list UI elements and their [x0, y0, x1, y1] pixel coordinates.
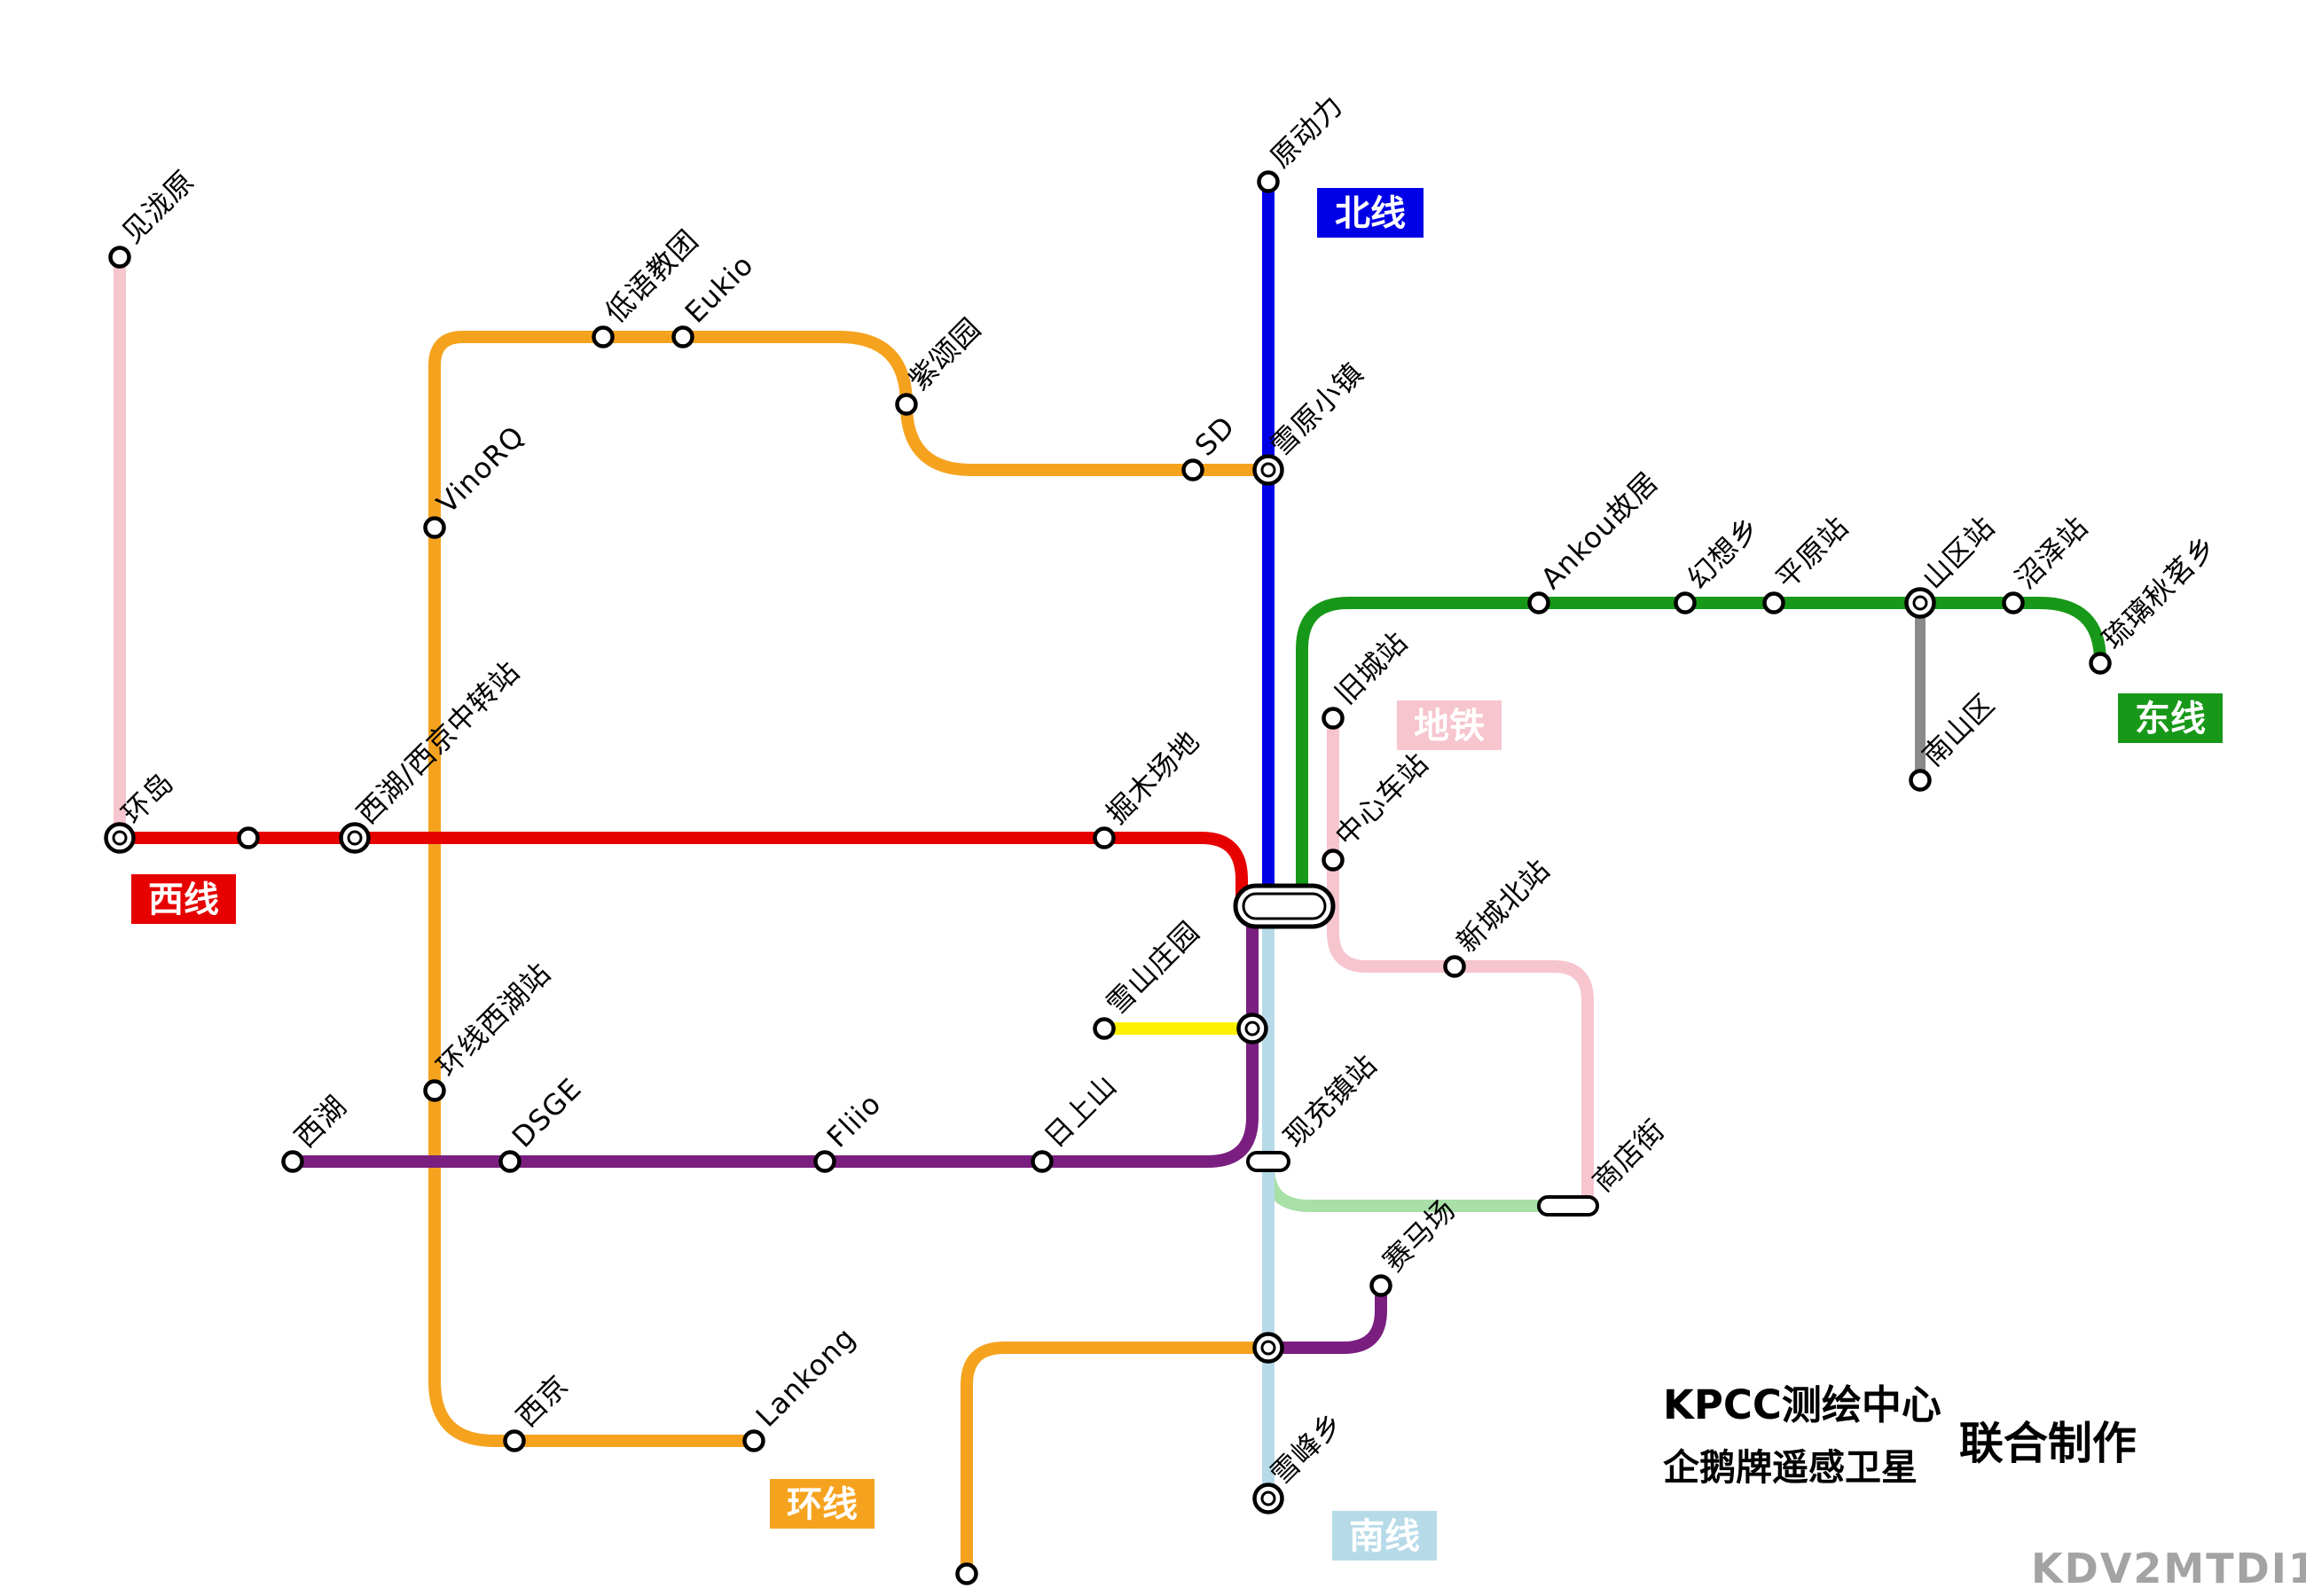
station-marker: [1369, 1274, 1392, 1297]
station-label: 掘木场地: [1100, 724, 1206, 830]
station-label: 雪峰乡: [1264, 1405, 1350, 1491]
station-label: 西京: [510, 1368, 576, 1434]
station-label: Fliio: [820, 1087, 888, 1154]
station-marker: [1260, 1490, 1276, 1506]
station-marker: [1031, 1150, 1054, 1173]
station-label: 琉璃秋茗乡: [2096, 528, 2224, 656]
station-label: 原动力: [1264, 89, 1350, 175]
credits-block: KPCC测绘中心 企鹅牌遥感卫星 联合制作: [1663, 1373, 2137, 1490]
station-marker: [2002, 591, 2025, 614]
station-marker: [1909, 769, 1932, 792]
station-marker: [1322, 849, 1345, 872]
line-purple: [286, 918, 1259, 1168]
line-badge-label: 西线: [148, 880, 219, 920]
station-marker: [2089, 652, 2112, 675]
station-label: SD: [1188, 410, 1242, 463]
station-label: 雪原小镇: [1264, 356, 1370, 462]
station-marker: [1242, 892, 1327, 920]
station-marker: [423, 516, 446, 539]
station-label: 日上山: [1038, 1068, 1124, 1154]
station-marker: [1093, 1017, 1116, 1040]
station-marker: [1260, 1340, 1276, 1356]
stations-layer: [104, 170, 2112, 1585]
station-marker: [112, 830, 128, 846]
watermark-code: KDV2MTDI170826: [2031, 1545, 2306, 1592]
station-label: DSGE: [506, 1071, 588, 1154]
line-loop-south-segment: [961, 1342, 1275, 1580]
line-badge-label: 地铁: [1414, 706, 1485, 747]
line-badge-north: [1317, 188, 1424, 238]
station-label: 平原站: [1769, 510, 1855, 596]
station-marker: [1181, 458, 1204, 481]
station-label: 商店街: [1586, 1113, 1672, 1199]
station-marker: [281, 1150, 304, 1173]
station-marker: [955, 1562, 978, 1585]
line-west: [114, 832, 1248, 909]
station-label: 旧城站: [1329, 625, 1415, 711]
station-marker: [671, 325, 694, 348]
station-marker: [237, 826, 260, 849]
station-label: 中心车站: [1329, 746, 1435, 852]
station-label: Ankou故居: [1534, 465, 1665, 595]
station-label: 幻想乡: [1681, 510, 1767, 596]
station-label: 南山区: [1916, 687, 2002, 773]
line-badge-south: [1332, 1511, 1437, 1561]
station-marker: [742, 1429, 765, 1452]
station-marker: [503, 1429, 526, 1452]
station-marker: [1246, 1151, 1290, 1172]
station-marker: [592, 325, 615, 348]
station-marker: [1443, 955, 1466, 978]
station-label: 环线西湖站: [430, 956, 558, 1084]
station-marker: [108, 246, 131, 269]
station-marker: [1537, 1195, 1599, 1217]
station-label: 现充镇站: [1277, 1047, 1384, 1154]
station-marker: [1762, 591, 1785, 614]
station-marker: [1260, 462, 1276, 478]
line-badge-label: 北线: [1335, 193, 1406, 234]
station-marker: [1674, 591, 1697, 614]
station-label: 山区站: [1916, 510, 2002, 596]
station-marker: [1527, 591, 1550, 614]
station-marker: [1093, 826, 1116, 849]
station-marker: [347, 830, 363, 846]
station-marker: [1322, 707, 1345, 730]
station-label: 西湖: [288, 1089, 354, 1154]
line-badge-east: [2118, 693, 2223, 743]
credits-org-1: KPCC测绘中心: [1663, 1381, 1941, 1428]
line-badge-west: [131, 874, 236, 924]
line-badge-label: 环线: [787, 1484, 858, 1525]
line-badge-label: 南线: [1349, 1516, 1420, 1557]
station-marker: [1244, 1021, 1260, 1037]
station-marker: [423, 1079, 446, 1102]
credits-joint-label: 联合制作: [1958, 1417, 2137, 1469]
station-label: Lankong: [749, 1320, 862, 1433]
lines-layer: [114, 176, 2106, 1580]
station-marker: [1257, 170, 1280, 193]
credits-org-2: 企鹅牌遥感卫星: [1663, 1446, 1918, 1489]
line-lightgreen-connector: [1262, 1161, 1560, 1212]
station-label: 紫颂园: [902, 311, 988, 397]
line-loop: [428, 331, 1275, 1447]
station-label: 见泷原: [115, 164, 201, 250]
line-badge-loop: [770, 1479, 875, 1529]
station-label: 新城北站: [1450, 852, 1557, 958]
station-label: 雪山庄园: [1100, 914, 1206, 1021]
line-purple-south-stub: [1262, 1281, 1387, 1354]
station-marker: [1912, 595, 1928, 611]
station-label: VinoRQ: [430, 419, 531, 520]
station-marker: [498, 1150, 522, 1173]
line-badge-label: 东线: [2135, 699, 2206, 739]
line-badge-metro: [1397, 700, 1502, 750]
station-marker: [895, 393, 918, 416]
station-label: 沼泽站: [2009, 510, 2095, 596]
station-marker: [813, 1150, 836, 1173]
